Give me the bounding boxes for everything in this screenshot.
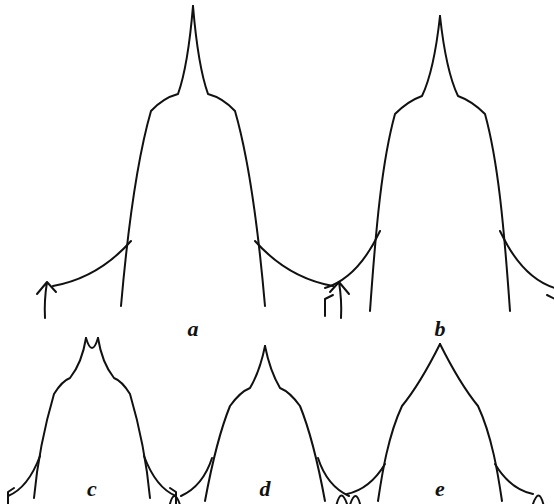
hook-mark <box>325 295 333 316</box>
side-curve <box>500 231 554 288</box>
figure-letter: a <box>188 318 199 340</box>
outline-d <box>169 346 361 504</box>
side-curve <box>255 241 333 286</box>
side-curve <box>495 464 533 494</box>
side-curve <box>318 458 349 496</box>
hook-mark <box>8 488 14 504</box>
body-outline <box>265 346 325 501</box>
hook-mark <box>336 496 348 504</box>
body-outline <box>370 16 440 311</box>
figure-letter: b <box>435 318 446 340</box>
body-outline <box>121 6 193 306</box>
hook-mark <box>169 496 181 504</box>
hook-mark <box>349 496 361 504</box>
hook-mark <box>37 282 56 318</box>
side-curve <box>325 231 380 288</box>
outline-e <box>336 344 544 504</box>
hook-mark <box>532 496 544 504</box>
body-outline <box>378 344 440 501</box>
body-outline <box>193 6 265 306</box>
outline-c <box>8 338 176 504</box>
body-outline <box>98 338 150 498</box>
body-outline <box>205 346 265 501</box>
side-curve <box>181 458 212 496</box>
side-curve <box>53 241 131 286</box>
hook-mark <box>330 282 349 318</box>
side-curve <box>347 464 385 494</box>
figure-letter: d <box>260 478 271 500</box>
tip-notch <box>86 338 98 348</box>
hook-mark <box>547 295 554 316</box>
body-outline <box>34 338 86 498</box>
body-outline <box>440 16 510 311</box>
figure-letter: c <box>87 478 97 500</box>
figure-letter: e <box>435 478 445 500</box>
outline-b <box>325 16 554 316</box>
outline-a <box>37 6 349 318</box>
body-outline <box>440 344 502 501</box>
